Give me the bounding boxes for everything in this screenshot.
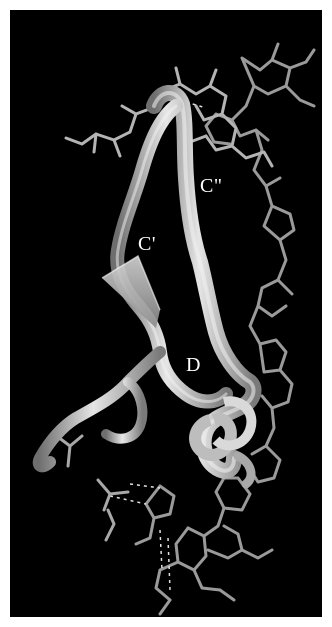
lower-left-sticks [54, 434, 128, 540]
label-d: D [186, 355, 201, 375]
molecular-render-viewport: C" C' D [10, 10, 322, 617]
protein-ribbon-backbone [39, 93, 254, 484]
label-c-prime: C' [138, 234, 156, 254]
label-c-double-prime: C" [200, 176, 223, 196]
molecular-structure-render [10, 10, 322, 617]
